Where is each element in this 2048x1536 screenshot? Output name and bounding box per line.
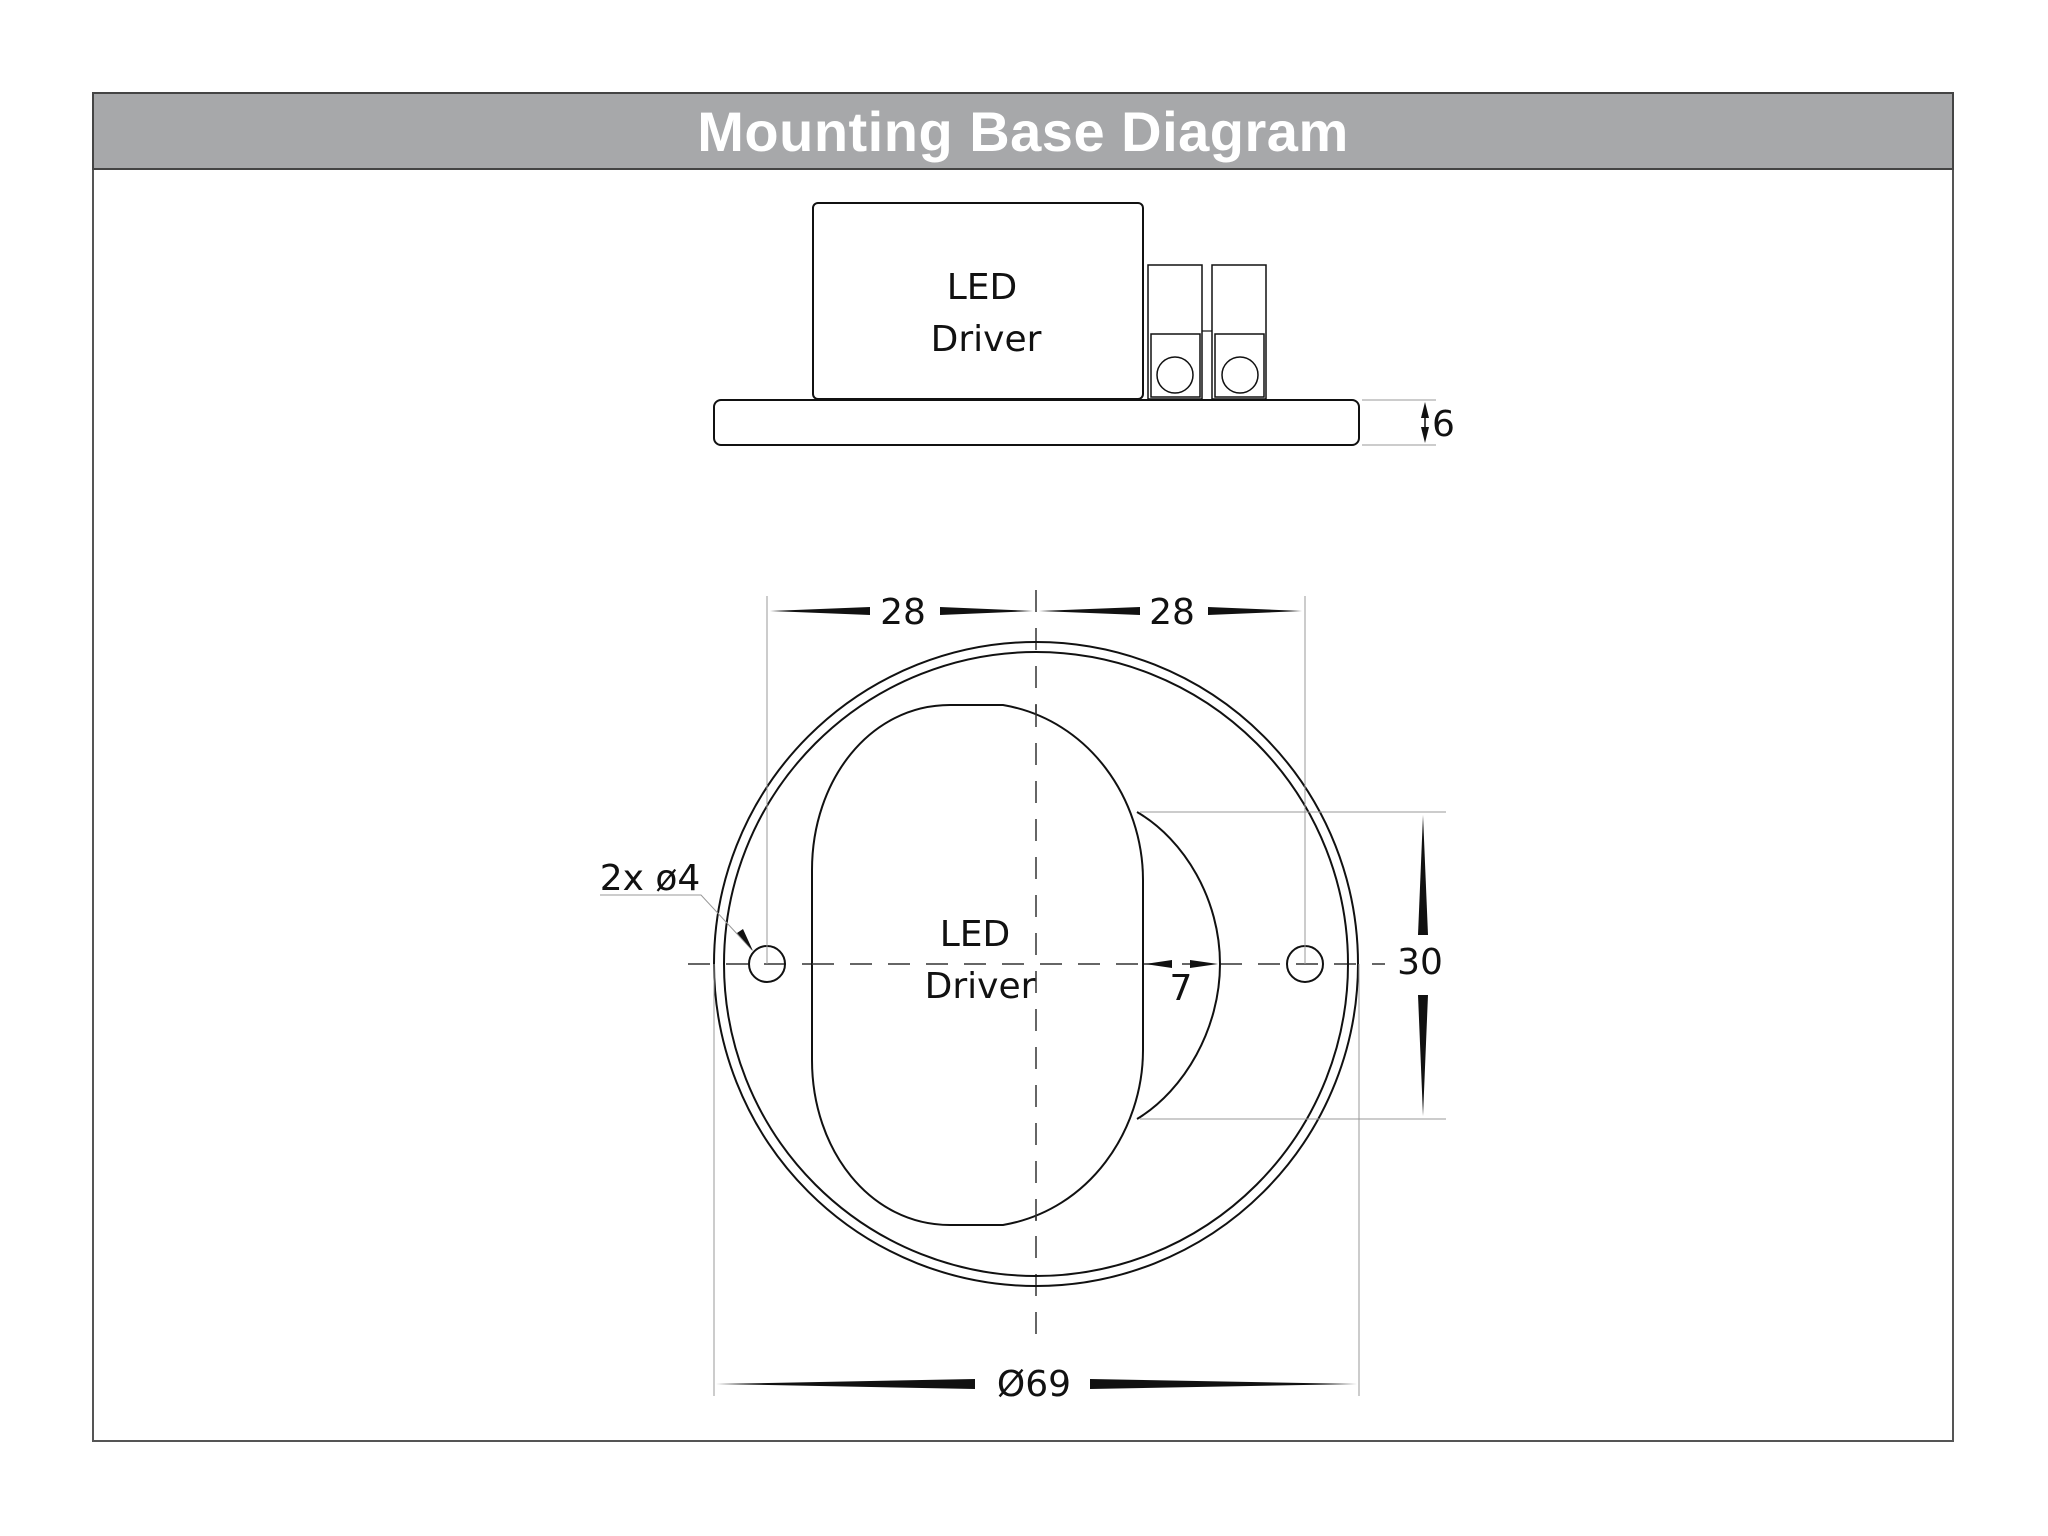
terminal-block-1 (1147, 264, 1203, 400)
cable-exit-depth: 7 (1170, 968, 1193, 1009)
hole-callout: 2x ø4 (600, 858, 701, 899)
header-bar: Mounting Base Diagram (92, 92, 1954, 170)
base-inner-circle (723, 651, 1349, 1277)
terminal-block-2 (1211, 264, 1267, 400)
top-driver-label-2: Driver (925, 966, 1036, 1007)
top-driver-label-1: LED (940, 914, 1011, 955)
base-plate (713, 399, 1360, 446)
base-thickness-value: 6 (1432, 404, 1455, 445)
led-driver-outline (811, 704, 1144, 1226)
side-driver-label-1: LED (947, 267, 1018, 308)
thickness-dimension (1362, 399, 1436, 446)
cable-exit-dome (1136, 811, 1222, 1120)
hole-spacing-left: 28 (880, 592, 926, 633)
top-view (600, 590, 1446, 1396)
overall-diameter: Ø69 (997, 1364, 1071, 1405)
cable-exit-width: 30 (1397, 942, 1443, 983)
side-view (713, 202, 1436, 446)
page-title: Mounting Base Diagram (697, 99, 1349, 163)
hole-spacing-right: 28 (1149, 592, 1195, 633)
side-driver-label-2: Driver (931, 319, 1042, 360)
